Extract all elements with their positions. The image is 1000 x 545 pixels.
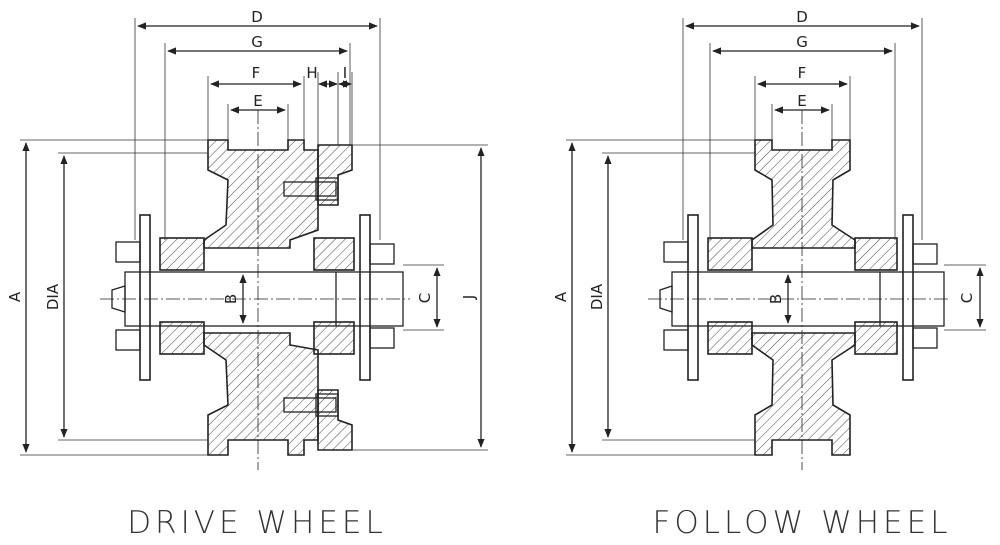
drive-bearing-right-upper — [313, 237, 355, 271]
drive-dim-J-label: J — [460, 295, 478, 300]
follow-bearing-left-upper — [707, 237, 753, 271]
drive-dim-H-label: H — [306, 64, 317, 82]
follow-wheel-title: FOLLOW WHEEL — [653, 505, 952, 541]
drive-bearing-left-lower — [159, 321, 205, 355]
follow-dim-F-label: F — [798, 64, 807, 82]
follow-dim-E-label: E — [797, 92, 806, 110]
follow-end-plate-left — [687, 214, 699, 381]
drive-bearing-right-lower — [313, 321, 355, 355]
follow-dim-C-label: C — [958, 293, 976, 303]
drive-dim-F-label: F — [252, 64, 261, 82]
drive-dim-I-label: I — [343, 64, 347, 82]
drive-wheel-body-upper — [203, 139, 319, 249]
follow-bearing-left-lower — [707, 321, 753, 355]
follow-bearing-right-lower — [854, 321, 898, 355]
follow-dim-DIA-label: DIA — [588, 283, 606, 310]
drive-end-plate-left — [139, 214, 151, 381]
drive-dim-G-label: G — [251, 33, 263, 51]
follow-dim-A-label: A — [552, 291, 570, 302]
drive-sprocket-lower — [317, 389, 353, 451]
follow-dim-D-label: D — [796, 8, 808, 26]
drive-dim-B-label: B — [222, 294, 240, 304]
drive-dim-C-label: C — [416, 293, 434, 303]
follow-wheel-body-lower — [751, 332, 856, 456]
drive-wheel-title: DRIVE WHEEL — [127, 505, 387, 541]
drive-bearing-left-upper — [159, 237, 205, 271]
follow-dim-G-label: G — [796, 33, 808, 51]
drive-bolts — [115, 177, 395, 417]
follow-bearing-right-upper — [854, 237, 898, 271]
drive-wheel-body-lower — [203, 332, 319, 456]
drive-dim-E-label: E — [253, 92, 262, 110]
drive-dim-DIA-label: DIA — [44, 283, 62, 310]
drive-wheel-drawing: A DIA B C J D G F — [6, 8, 488, 541]
follow-wheel-body-upper — [751, 139, 856, 249]
drive-dim-A-label: A — [6, 291, 24, 302]
follow-end-plate-right — [902, 214, 914, 381]
follow-dim-B-label: B — [767, 294, 785, 304]
follow-bolts — [663, 241, 938, 351]
drive-dim-D-label: D — [251, 8, 263, 26]
drive-end-plate-right — [359, 214, 371, 381]
follow-wheel-drawing: A DIA B C D G F E FOLLOW WHEEL — [552, 8, 986, 541]
